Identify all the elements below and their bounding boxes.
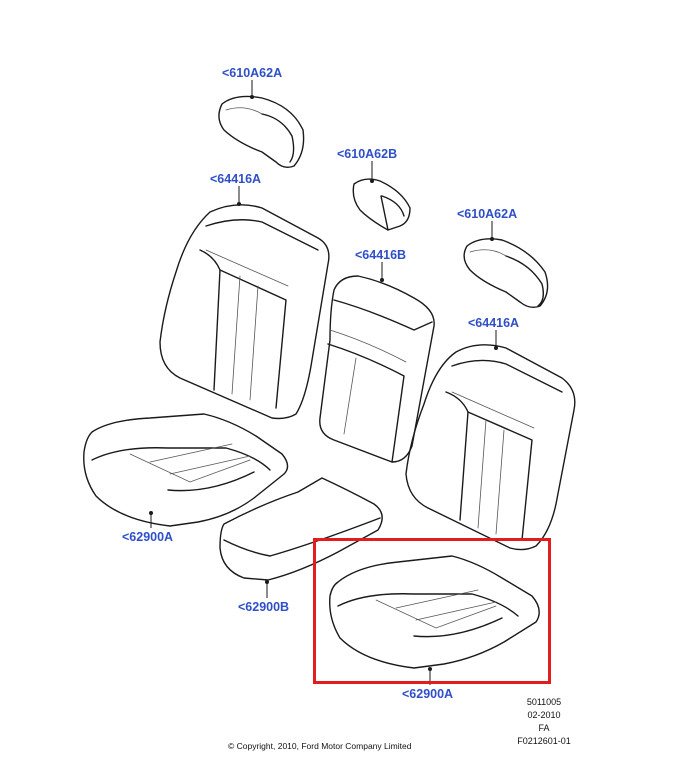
backrest-left[interactable]: [159, 204, 330, 420]
backrest-center[interactable]: [319, 275, 435, 463]
callout-backrest-left[interactable]: <64416A: [210, 172, 262, 186]
cushion-center[interactable]: [219, 477, 383, 581]
cushion-right[interactable]: [329, 555, 540, 669]
callout-headrest-right[interactable]: <610A62A: [457, 207, 518, 221]
ref-date: 02-2010: [527, 710, 561, 720]
callout-backrest-right[interactable]: <64416A: [468, 316, 520, 330]
leader-lines: [149, 80, 498, 685]
callout-cushion-center[interactable]: <62900B: [238, 600, 290, 614]
headrest-left[interactable]: [218, 95, 305, 169]
callout-backrest-center[interactable]: <64416B: [355, 248, 407, 262]
ref-code-1: 5011005: [526, 697, 562, 707]
ref-code-2: FA: [538, 723, 550, 733]
callout-cushion-left[interactable]: <62900A: [122, 530, 174, 544]
callout-headrest-left[interactable]: <610A62A: [222, 66, 283, 80]
headrest-center[interactable]: [352, 178, 411, 231]
callout-headrest-center[interactable]: <610A62B: [337, 147, 398, 161]
callout-cushion-right[interactable]: <62900A: [402, 687, 454, 701]
ref-code-3: F0212601-01: [517, 736, 571, 746]
backrest-right[interactable]: [405, 344, 576, 551]
headrest-right[interactable]: [463, 238, 549, 309]
copyright-notice: © Copyright, 2010, Ford Motor Company Li…: [228, 741, 412, 751]
cushion-left[interactable]: [83, 413, 289, 527]
